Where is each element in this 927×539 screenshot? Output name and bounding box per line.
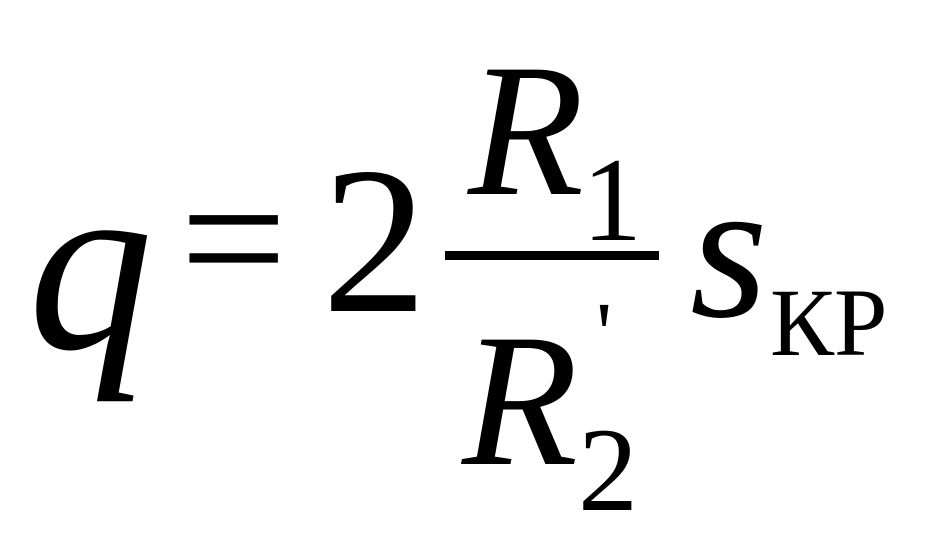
factor-subscript: КР [770,269,888,376]
numerator-subscript: 1 [582,133,642,266]
formula-lhs-q: q [28,126,153,403]
denominator-subscript: 2 [578,403,638,536]
fraction-bar [445,251,659,260]
factor-symbol: s [690,139,768,360]
denominator-prime: ' [596,285,613,384]
numerator-symbol: R [468,26,585,236]
equals-sign: = [180,134,288,344]
denominator-symbol: R [462,296,579,506]
coefficient: 2 [322,125,427,357]
